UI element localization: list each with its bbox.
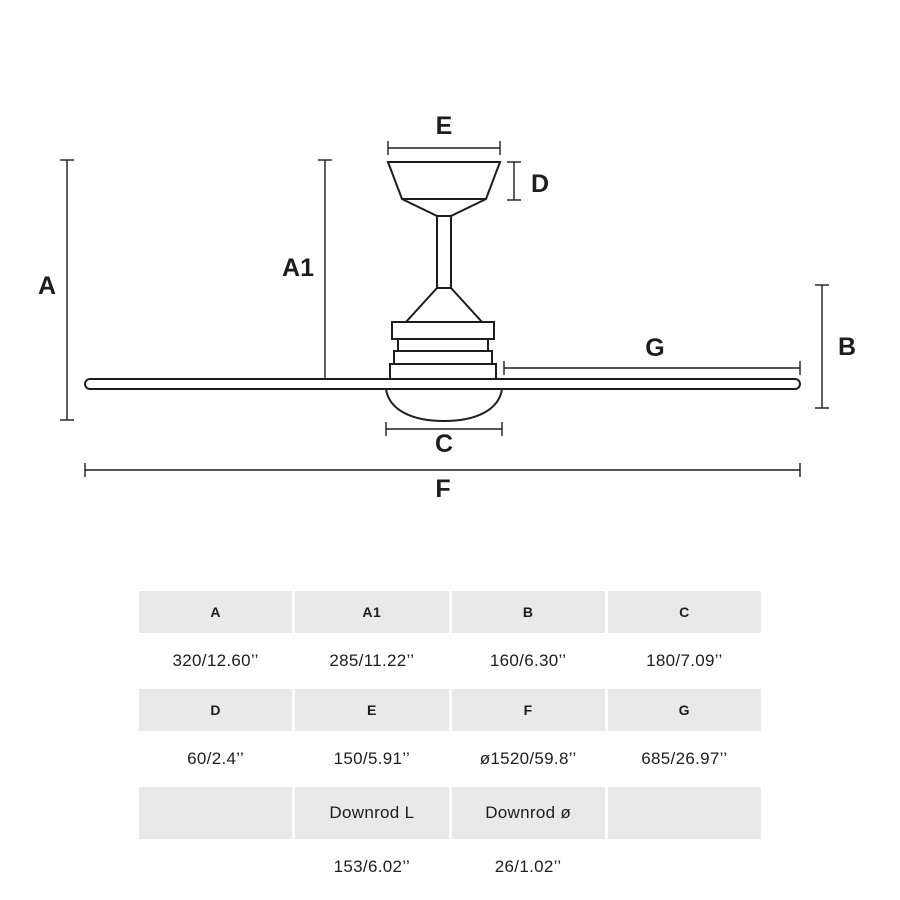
dim-line-e <box>387 141 501 155</box>
table-header-blank-right <box>607 787 761 839</box>
table-header-blank-left <box>139 787 293 839</box>
table-value-b: 160/6.30’’ <box>451 633 605 689</box>
motor-cone-shape <box>403 287 485 323</box>
dim-label-d: D <box>531 170 549 198</box>
dim-label-a: A <box>38 272 56 300</box>
table-value-blank-right <box>607 839 761 895</box>
table-header-d: D <box>139 689 293 731</box>
table-header-a1: A1 <box>295 591 449 633</box>
table-value-blank-left <box>139 839 293 895</box>
table-header-c: C <box>607 591 761 633</box>
table-header-f: F <box>451 689 605 731</box>
fan-diagram: E D A1 A B G C F <box>38 112 856 503</box>
fan-blades-shape <box>84 378 801 390</box>
canopy-shape <box>386 161 502 217</box>
dim-label-b: B <box>838 333 856 361</box>
table-value-downrod-diameter: 26/1.02’’ <box>451 839 605 895</box>
table-value-a1: 285/11.22’’ <box>295 633 449 689</box>
downrod-shape <box>436 215 452 289</box>
table-header-downrod-length: Downrod L <box>295 787 449 839</box>
table-value-a: 320/12.60’’ <box>139 633 293 689</box>
dim-line-g <box>503 361 801 375</box>
dim-line-b <box>815 284 829 409</box>
motor-housing-shape <box>389 321 497 380</box>
table-value-d: 60/2.4’’ <box>139 731 293 787</box>
table-value-downrod-length: 153/6.02’’ <box>295 839 449 895</box>
dimensions-table: A A1 B C 320/12.60’’ 285/11.22’’ 160/6.3… <box>139 591 761 895</box>
table-value-f: ø1520/59.8’’ <box>451 731 605 787</box>
table-header-a: A <box>139 591 293 633</box>
dim-label-g: G <box>645 334 664 362</box>
dim-line-c <box>385 422 503 436</box>
table-value-g: 685/26.97’’ <box>607 731 761 787</box>
dim-label-f: F <box>435 475 450 503</box>
dim-line-a1 <box>318 159 332 380</box>
table-header-b: B <box>451 591 605 633</box>
bottom-bowl-shape <box>384 388 504 423</box>
table-value-e: 150/5.91’’ <box>295 731 449 787</box>
table-value-c: 180/7.09’’ <box>607 633 761 689</box>
table-header-downrod-diameter: Downrod ø <box>451 787 605 839</box>
dim-label-c: C <box>435 430 453 458</box>
dim-label-e: E <box>436 112 453 140</box>
dim-line-d <box>507 161 521 201</box>
dim-line-f <box>84 463 801 477</box>
table-header-g: G <box>607 689 761 731</box>
dim-line-a <box>60 159 74 421</box>
dim-label-a1: A1 <box>282 254 314 282</box>
table-header-e: E <box>295 689 449 731</box>
